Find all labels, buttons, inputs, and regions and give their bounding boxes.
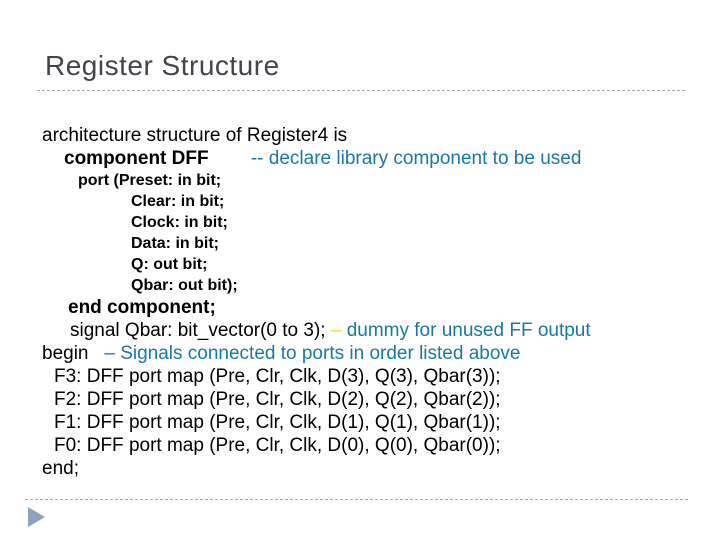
code-line: Qbar: out bit);: [42, 275, 702, 296]
code-segment-plain: [209, 148, 251, 169]
code-segment-plain: signal Qbar: bit_vector(0 to 3);: [70, 320, 331, 341]
code-line: signal Qbar: bit_vector(0 to 3); – dummy…: [42, 319, 702, 342]
code-segment-plain: F1: DFF port map (Pre, Clr, Clk, D(1), Q…: [54, 412, 501, 433]
code-line: port (Preset: in bit;: [42, 170, 702, 191]
code-line: end;: [42, 457, 702, 480]
code-line: Data: in bit;: [42, 233, 702, 254]
code-segment-bold: end component;: [68, 297, 216, 318]
code-segment-comment: dummy for unused FF output: [341, 320, 591, 341]
code-segment-comment: -- declare library component to be used: [250, 148, 582, 169]
code-segment-bold: Qbar: out bit);: [131, 277, 238, 294]
code-line: F3: DFF port map (Pre, Clr, Clk, D(3), Q…: [42, 365, 702, 388]
code-segment-plain: architecture structure of Register4 is: [42, 125, 348, 146]
code-line: F1: DFF port map (Pre, Clr, Clk, D(1), Q…: [42, 411, 702, 434]
code-line: F0: DFF port map (Pre, Clr, Clk, D(0), Q…: [42, 434, 702, 457]
code-segment-dashyellow: –: [330, 320, 342, 341]
code-segment-bold: Clear: in bit;: [131, 193, 225, 210]
code-segment-bold: Data: in bit;: [131, 235, 219, 252]
code-line: component DFF -- declare library compone…: [42, 147, 702, 170]
code-line: F2: DFF port map (Pre, Clr, Clk, D(2), Q…: [42, 388, 702, 411]
code-segment-plain: F2: DFF port map (Pre, Clr, Clk, D(2), Q…: [54, 389, 501, 410]
code-segment-bold: component DFF: [64, 148, 209, 169]
code-segment-bold: Q: out bit;: [131, 256, 208, 273]
code-line: Q: out bit;: [42, 254, 702, 275]
code-segment-plain: [89, 343, 105, 364]
code-segment-plain: end;: [42, 458, 79, 479]
code-segment-plain: F0: DFF port map (Pre, Clr, Clk, D(0), Q…: [54, 435, 501, 456]
code-line: begin – Signals connected to ports in or…: [42, 342, 702, 365]
code-segment-plain: begin: [42, 343, 89, 364]
code-line: end component;: [42, 296, 702, 319]
arrow-triangle-icon: [28, 507, 45, 527]
code-segment-comment: – Signals connected to ports in order li…: [104, 343, 521, 364]
code-segment-bold: Clock: in bit;: [131, 214, 228, 231]
footer-divider-line: [25, 499, 688, 500]
title-divider-line: [37, 90, 685, 91]
code-line: Clear: in bit;: [42, 191, 702, 212]
page-title: Register Structure: [45, 50, 280, 81]
code-segment-bold: port (Preset: in bit;: [78, 172, 222, 189]
code-line: architecture structure of Register4 is: [42, 124, 702, 147]
code-segment-plain: F3: DFF port map (Pre, Clr, Clk, D(3), Q…: [54, 366, 501, 387]
code-line: Clock: in bit;: [42, 212, 702, 233]
